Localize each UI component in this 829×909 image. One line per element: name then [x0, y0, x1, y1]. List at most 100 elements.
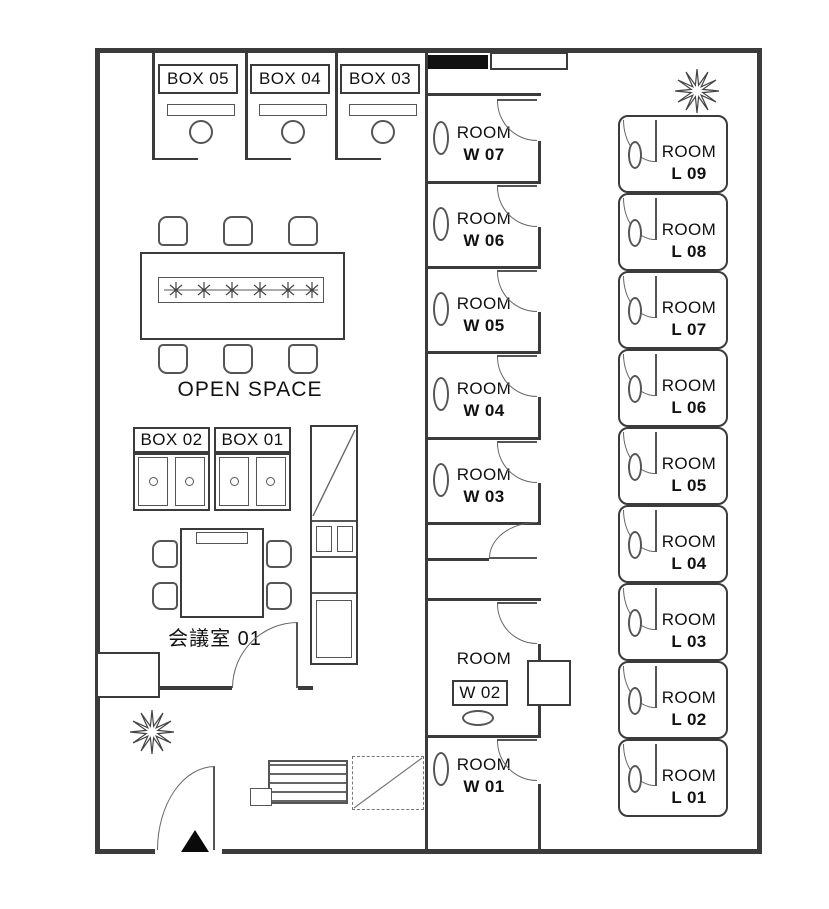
top-dark-fixture: [428, 55, 488, 69]
room-l-05: ROOM L 05: [618, 427, 728, 505]
door-leaf: [497, 355, 537, 357]
wall-bottom-right: [222, 849, 762, 854]
w-right-wall: [538, 312, 541, 351]
door-leaf: [655, 588, 657, 630]
door-leaf: [655, 354, 657, 396]
wall-nook: [96, 652, 160, 698]
room-l-08-label: ROOM L 08: [661, 220, 717, 262]
room-l-01: ROOM L 01: [618, 739, 728, 817]
chair: [628, 375, 642, 403]
room-l-04: ROOM L 04: [618, 505, 728, 583]
wall-spine: [425, 48, 428, 851]
room-w-04-label: ROOM W 04: [456, 379, 512, 421]
meeting-room-wall: [98, 686, 232, 690]
door-leaf: [497, 185, 537, 187]
table-console: [196, 532, 248, 544]
box-04-label: BOX 04: [250, 64, 330, 94]
booth-return: [335, 158, 381, 160]
wall-left: [95, 48, 100, 854]
chair: [189, 120, 213, 144]
room-l-03: ROOM L 03: [618, 583, 728, 661]
chair: [433, 463, 449, 497]
box-05-label: BOX 05: [158, 64, 238, 94]
chair: [628, 141, 642, 169]
room-l-09-label: ROOM L 09: [661, 142, 717, 184]
chair: [158, 216, 188, 246]
top-fixture: [490, 52, 568, 70]
chair: [628, 453, 642, 481]
box-01-label: BOX 01: [214, 427, 291, 453]
room-l-07-label: ROOM L 07: [661, 298, 717, 340]
room-w-06-label: ROOM W 06: [456, 209, 512, 251]
room-l-07: ROOM L 07: [618, 271, 728, 349]
chair: [628, 765, 642, 793]
box-03-label: BOX 03: [340, 64, 420, 94]
chair: [266, 582, 292, 610]
door-leaf: [655, 276, 657, 318]
room-w-02-code: W 02: [452, 680, 508, 706]
chair: [158, 344, 188, 374]
closet-bin: [316, 526, 332, 552]
meeting-room-wall: [298, 686, 313, 690]
closet-cabinet: [316, 600, 352, 658]
bench: [268, 760, 348, 804]
w-right-wall: [538, 141, 541, 181]
chair: [152, 582, 178, 610]
door-knob: [266, 477, 275, 486]
w-separator: [425, 351, 541, 354]
chair: [266, 540, 292, 568]
closet-shelf: [312, 592, 356, 594]
closet-shelf: [312, 520, 356, 522]
room-l-06-label: ROOM L 06: [661, 376, 717, 418]
room-l-03-label: ROOM L 03: [661, 610, 717, 652]
side-cabinet: [527, 660, 571, 706]
door-leaf: [655, 666, 657, 708]
desk: [349, 104, 417, 116]
room-l-09: ROOM L 09: [618, 115, 728, 193]
chair: [462, 710, 494, 726]
room-l-04-label: ROOM L 04: [661, 532, 717, 574]
door-leaf: [489, 557, 537, 559]
door-leaf: [497, 99, 537, 101]
meeting-room-label: 会議室 01: [168, 628, 262, 650]
small-cabinet: [250, 788, 272, 806]
chair: [628, 687, 642, 715]
door-leaf: [655, 510, 657, 552]
chair: [152, 540, 178, 568]
w-right-wall: [538, 227, 541, 266]
chair: [223, 344, 253, 374]
chair: [281, 120, 305, 144]
chair: [433, 377, 449, 411]
door-leaf: [655, 744, 657, 786]
desk: [259, 104, 327, 116]
chair: [288, 344, 318, 374]
chair: [371, 120, 395, 144]
booth-partition: [152, 48, 155, 160]
door-leaf: [497, 602, 537, 604]
room-l-06: ROOM L 06: [618, 349, 728, 427]
door-leaf: [655, 120, 657, 162]
w-right-wall: [538, 397, 541, 437]
door-leaf: [497, 441, 537, 443]
room-w-05-label: ROOM W 05: [456, 294, 512, 336]
chair: [433, 207, 449, 241]
chair: [223, 216, 253, 246]
w-separator: [425, 735, 541, 738]
entrance-marker: [181, 830, 209, 852]
chair: [433, 752, 449, 786]
w-separator: [425, 93, 541, 96]
wall-bottom-left: [95, 849, 155, 854]
plant-icon: [129, 709, 175, 755]
w-right-wall: [538, 483, 541, 522]
box-02-label: BOX 02: [133, 427, 210, 453]
door-leaf: [497, 739, 537, 741]
chair: [628, 531, 642, 559]
door-leaf: [655, 432, 657, 474]
closet-shelf: [312, 556, 356, 558]
door-leaf: [497, 270, 537, 272]
chair: [288, 216, 318, 246]
reserved-area-diagonal: [353, 757, 423, 809]
open-space-label: OPEN SPACE: [177, 378, 323, 401]
w-separator: [425, 522, 541, 525]
